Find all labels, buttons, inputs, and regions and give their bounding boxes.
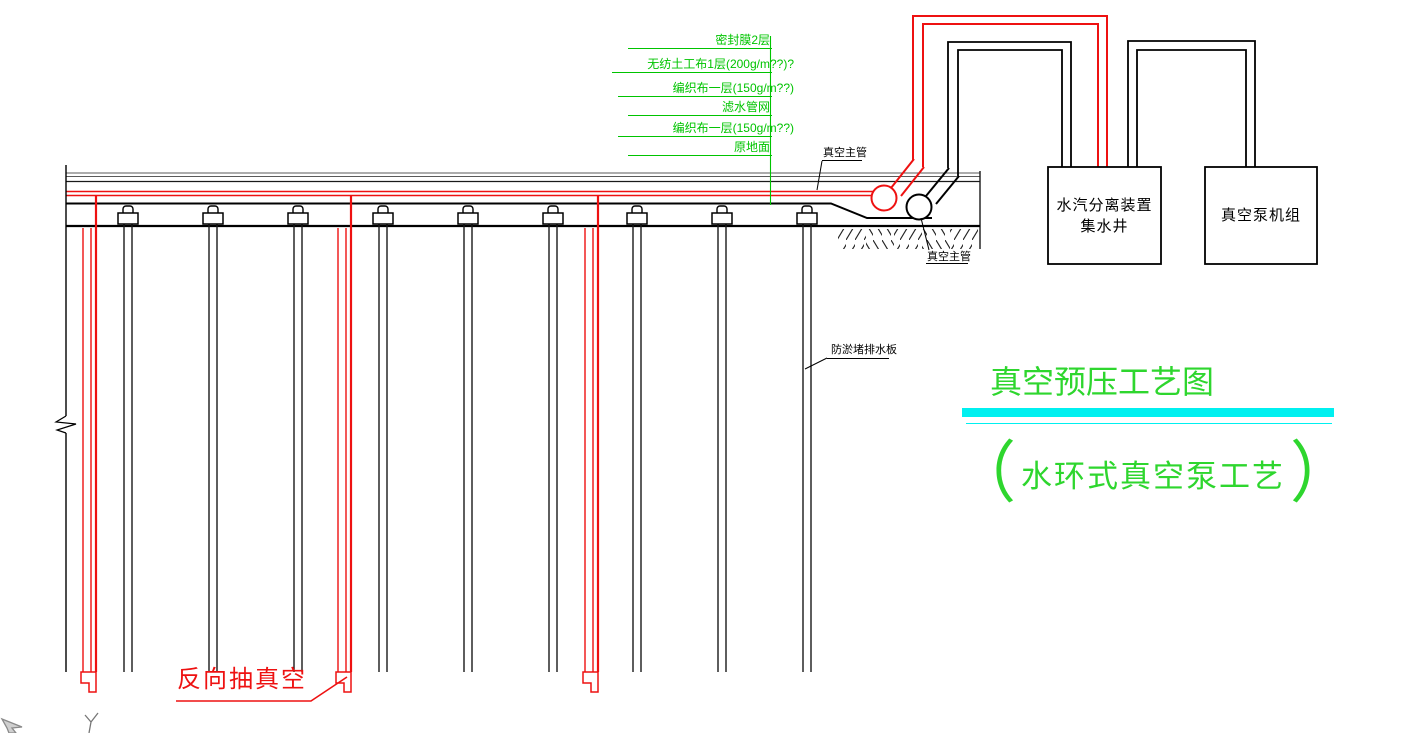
title-underline-thick [962, 408, 1334, 417]
layer-annotation-3: 编织布一层(150g/m??) [672, 81, 794, 95]
subtitle-text: 水环式真空泵工艺 [1021, 458, 1285, 494]
black-drain [202, 205, 224, 672]
ground-hatch [838, 229, 978, 249]
black-drain [457, 205, 479, 672]
black-drain [117, 205, 139, 672]
red-drain-tip [335, 671, 352, 693]
layer-annotation-5: 编织布一层(150g/m??) [672, 121, 794, 135]
red-drain [80, 196, 98, 693]
red-drain-tip [582, 671, 599, 693]
separator-box-outline [1047, 166, 1162, 265]
red-drain-tip [80, 671, 97, 693]
reverse-vacuum-leader [176, 676, 348, 702]
drain-cap-box [542, 212, 564, 225]
black-drain [372, 205, 394, 672]
drain-cap-box [457, 212, 479, 225]
drain-cap-box [372, 212, 394, 225]
black-drain [626, 205, 648, 672]
label-leader-lines [804, 160, 968, 370]
anti-clog-drain-label: 防淤堵排水板 [831, 344, 897, 356]
reverse-vacuum-drains [80, 196, 600, 693]
vacuum-main-pipe-red [66, 190, 886, 197]
separator-box-label-line2: 集水井 [1080, 217, 1129, 235]
drain-cap-box [202, 212, 224, 225]
pump-box-label-text: 真空泵机组 [1220, 207, 1301, 224]
vacuum-main-label-bottom: 真空主管 [927, 251, 971, 263]
pump-connection-pipe [1127, 40, 1256, 167]
annotation-leader-lines [612, 36, 772, 205]
reverse-vacuum-label: 反向抽真空 [177, 666, 307, 693]
black-riser-pipe [905, 41, 1072, 221]
drain-cap-box [626, 212, 648, 225]
pump-box-outline [1204, 166, 1318, 265]
separator-box-label-line1: 水汽分离装置 [1056, 196, 1153, 214]
red-drain [335, 196, 353, 693]
vertical-drains [117, 205, 818, 672]
black-drain [711, 205, 733, 672]
separator-box-label: 水汽分离装置 集水井 [1048, 167, 1161, 264]
top-surface-lines [66, 171, 981, 249]
drain-cap-box [117, 212, 139, 225]
subtitle-paren-close: ） [1290, 435, 1354, 511]
drawing-title: 真空预压工艺图 [990, 364, 1215, 400]
black-drain [796, 205, 818, 672]
drain-cap-box [711, 212, 733, 225]
pump-box-label: 真空泵机组 [1205, 167, 1317, 264]
black-elbow-joint [905, 193, 933, 221]
layer-annotation-1: 密封膜2层 [715, 33, 770, 47]
layer-annotation-4: 滤水管网 [721, 100, 770, 114]
drawing-subtitle: （ 水环式真空泵工艺 ） [952, 432, 1354, 514]
subtitle-paren-open: （ [952, 435, 1016, 511]
left-boundary-break [54, 165, 77, 672]
cushion-boundary-lines [66, 202, 980, 228]
black-drain [287, 205, 309, 672]
title-underline-thin [966, 423, 1332, 424]
black-drain [542, 205, 564, 672]
vacuum-main-label-top: 真空主管 [823, 147, 867, 159]
layer-annotation-2: 无纺土工布1层(200g/m??)? [647, 57, 794, 71]
drain-cap-box [796, 212, 818, 225]
red-riser-pipe [870, 15, 1108, 212]
drain-cap-box [287, 212, 309, 225]
red-elbow-joint [870, 184, 898, 212]
red-drain [582, 196, 600, 693]
layer-annotation-6: 原地面 [733, 140, 770, 154]
ucs-icon [0, 712, 99, 733]
